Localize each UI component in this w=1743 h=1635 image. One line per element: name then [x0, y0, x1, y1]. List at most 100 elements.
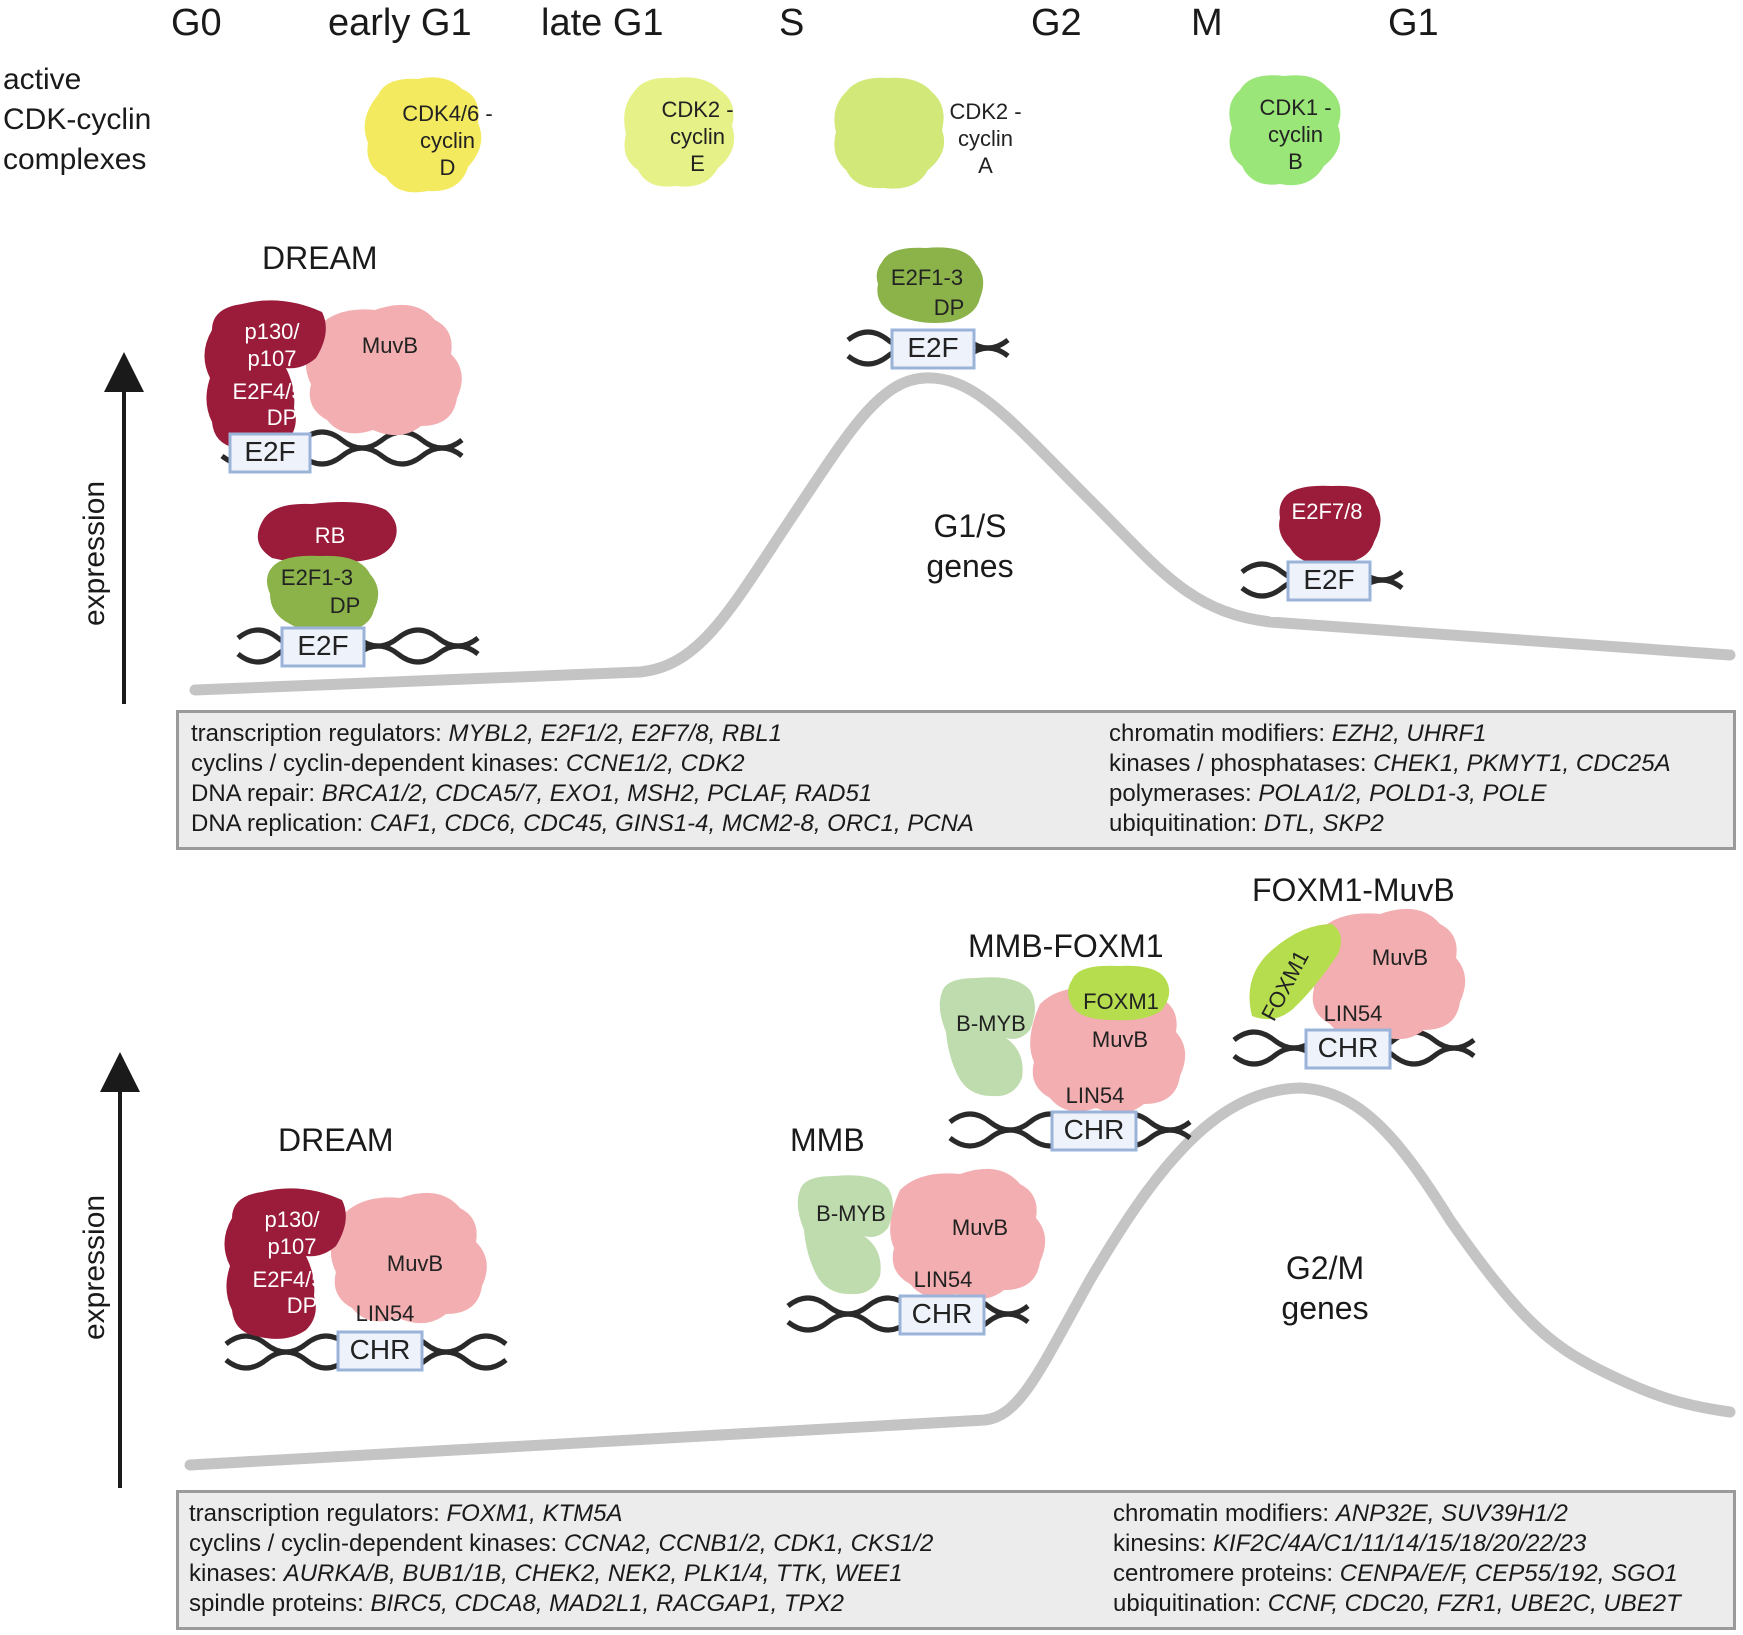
- mmbfoxm1-chr-text: CHR: [1063, 1114, 1125, 1145]
- top-dream-muvb-text: MuvB: [361, 333, 419, 358]
- bottom-foxm1muvb-muvb-shape: [1310, 908, 1466, 1040]
- bottom-axis-label: expression: [78, 1194, 111, 1340]
- bottom-dream-chr-text: CHR: [349, 1334, 411, 1365]
- g1s-gene-row: ubiquitination: DTL, SKP2: [1109, 810, 1384, 837]
- top-rb-shape: [257, 502, 397, 564]
- g1s-gene-list-box: transcription regulators: MYBL2, E2F1/2,…: [176, 710, 1736, 850]
- bottom-dream-complex: [224, 1188, 487, 1372]
- top-dream-dp-text: DP: [266, 405, 298, 430]
- cdk1-cyclinb-blob: [1229, 75, 1341, 186]
- bottom-mmbfoxm1-complex: [939, 965, 1186, 1152]
- g2m-gene-row: ubiquitination: CCNF, CDC20, FZR1, UBE2C…: [1113, 1590, 1681, 1617]
- g2m-gene-row: transcription regulators: FOXM1, KTM5A: [189, 1500, 623, 1527]
- g2m-gene-row: cyclins / cyclin-dependent kinases: CCNA…: [189, 1530, 934, 1557]
- top-e2f13-shape: [267, 555, 379, 634]
- top-dream-complex: [204, 300, 462, 474]
- cdk-complex-blobs: [364, 75, 1341, 193]
- top-axis-label: expression: [78, 480, 111, 626]
- g1s-expression-curve: [189, 372, 1736, 696]
- mmb-bmyb-text: B-MYB: [816, 1201, 886, 1226]
- cdk46-cyclind-label: CDK4/6 - cyclin D: [402, 101, 493, 180]
- phase-late-g1: late G1: [541, 2, 664, 44]
- g2m-gene-list-left: transcription regulators: FOXM1, KTM5A c…: [189, 1499, 933, 1619]
- cdk-side-label: active CDK-cyclin complexes: [3, 63, 152, 176]
- foxm1muvb-title: FOXM1-MuvB: [1252, 872, 1455, 908]
- cdk2-cycline-blob: [624, 77, 735, 187]
- foxm1muvb-lin54-text: LIN54: [1323, 1001, 1383, 1026]
- mmb-chr-text: CHR: [911, 1298, 973, 1329]
- g1s-gene-row: chromatin modifiers: EZH2, UHRF1: [1109, 720, 1487, 747]
- foxm1muvb-chr-text: CHR: [1317, 1032, 1379, 1063]
- mmbfoxm1-bmyb-text: B-MYB: [956, 1011, 1026, 1036]
- top-dream-e2f-text: E2F: [244, 436, 296, 467]
- top-rb-dp-text: DP: [329, 593, 361, 618]
- bottom-dream-muvb-text: MuvB: [386, 1251, 444, 1276]
- g2m-gene-row: centromere proteins: CENPA/E/F, CEP55/19…: [1113, 1560, 1678, 1587]
- g1s-gene-list-left: transcription regulators: MYBL2, E2F1/2,…: [191, 719, 974, 839]
- top-s-e2f13-shape: [876, 247, 984, 323]
- top-dream-e2f45-text: E2F4/5: [232, 379, 304, 404]
- bottom-mmbfoxm1-chr-box: [1050, 1110, 1138, 1152]
- bottom-dream-dp-text: DP: [286, 1293, 318, 1318]
- g2m-gene-row: kinases: AURKA/B, BUB1/1B, CHEK2, NEK2, …: [189, 1560, 903, 1587]
- bottom-foxm1muvb-foxm1-shape: [1249, 924, 1341, 1020]
- g1s-gene-row: cyclins / cyclin-dependent kinases: CCNE…: [191, 750, 745, 777]
- top-s-dp-text: DP: [933, 295, 965, 320]
- top-e2f78-shape: [1279, 485, 1381, 565]
- cdk46-cyclind-blob: [364, 77, 482, 193]
- bottom-dream-e2f45-text: E2F4/5: [252, 1267, 324, 1292]
- bottom-foxm1muvb-complex: [1249, 908, 1466, 1070]
- bottom-dream-title: DREAM: [278, 1122, 394, 1158]
- g2m-gene-row: chromatin modifiers: ANP32E, SUV39H1/2: [1113, 1500, 1568, 1527]
- phase-s: S: [779, 2, 805, 44]
- bottom-mmb-bmyb-shape: [797, 1175, 893, 1295]
- bottom-mmbfoxm1-bmyb-shape: [939, 977, 1035, 1097]
- g1s-gene-row: kinases / phosphatases: CHEK1, PKMYT1, C…: [1109, 750, 1671, 777]
- phase-g0: G0: [171, 2, 222, 44]
- top-e2f78-complex: [1279, 485, 1381, 602]
- g1s-gene-row: DNA replication: CAF1, CDC6, CDC45, GINS…: [191, 810, 974, 837]
- top-dream-e2f-box: [228, 432, 312, 474]
- cdk1-cyclinb-label: CDK1 - cyclin B: [1259, 95, 1332, 174]
- cdk2-cyclina-label: CDK2 - cyclin A: [949, 99, 1022, 178]
- bottom-dream-p130-shape: [224, 1188, 346, 1339]
- top-e2f78-e2f-box: [1286, 560, 1372, 602]
- bottom-dream-p130-text: p130/ p107: [264, 1207, 320, 1259]
- bottom-mmbfoxm1-foxm1-shape: [1068, 965, 1170, 1021]
- bottom-mmb-chr-box: [898, 1294, 986, 1336]
- g1s-gene-list-right: chromatin modifiers: EZH2, UHRF1 kinases…: [1109, 719, 1671, 839]
- g1s-curve-label: G1/S genes: [926, 508, 1014, 584]
- top-rb-e2f13-text: E2F1-3: [280, 565, 354, 590]
- top-rb-complex: [257, 502, 397, 668]
- mmb-lin54-text: LIN54: [913, 1267, 973, 1292]
- phase-m: M: [1191, 2, 1223, 44]
- top-s-e2f-box: [890, 328, 976, 370]
- g1s-gene-row: DNA repair: BRCA1/2, CDCA5/7, EXO1, MSH2…: [191, 780, 873, 807]
- mmbfoxm1-foxm1-text: FOXM1: [1083, 989, 1159, 1014]
- g2m-gene-row: kinesins: KIF2C/4A/C1/11/14/15/18/20/22/…: [1113, 1530, 1587, 1557]
- bottom-dream-muvb-shape: [330, 1192, 487, 1324]
- g2m-gene-list-box: transcription regulators: FOXM1, KTM5A c…: [176, 1490, 1736, 1630]
- bottom-mmb-complex: [797, 1168, 1046, 1336]
- bottom-mmb-muvb-shape: [890, 1168, 1046, 1300]
- g2m-gene-list-right: chromatin modifiers: ANP32E, SUV39H1/2 k…: [1113, 1499, 1681, 1619]
- top-rb-text: RB: [314, 523, 346, 548]
- top-e2f78-e2f-text: E2F: [1303, 564, 1355, 595]
- phase-early-g1: early G1: [328, 2, 472, 44]
- mmb-muvb-text: MuvB: [951, 1215, 1009, 1240]
- g1s-gene-row: polymerases: POLA1/2, POLD1-3, POLE: [1109, 780, 1547, 807]
- top-s-e2f13-complex: [876, 247, 984, 370]
- top-dream-title: DREAM: [262, 240, 378, 276]
- top-s-e2f13-text: E2F1-3: [890, 265, 964, 290]
- phase-g2: G2: [1031, 2, 1082, 44]
- top-dream-p130-shape: [204, 300, 326, 451]
- bottom-dream-chr-box: [336, 1330, 424, 1372]
- g1s-gene-row: transcription regulators: MYBL2, E2F1/2,…: [191, 720, 782, 747]
- cdk2-cyclina-blob: [834, 77, 945, 189]
- top-dream-muvb-shape: [305, 304, 462, 436]
- top-dream-p130-text: p130/ p107: [244, 319, 300, 371]
- top-rb-e2f-text: E2F: [297, 630, 349, 661]
- foxm1muvb-muvb-text: MuvB: [1371, 945, 1429, 970]
- g2m-gene-row: spindle proteins: BIRC5, CDCA8, MAD2L1, …: [189, 1590, 844, 1617]
